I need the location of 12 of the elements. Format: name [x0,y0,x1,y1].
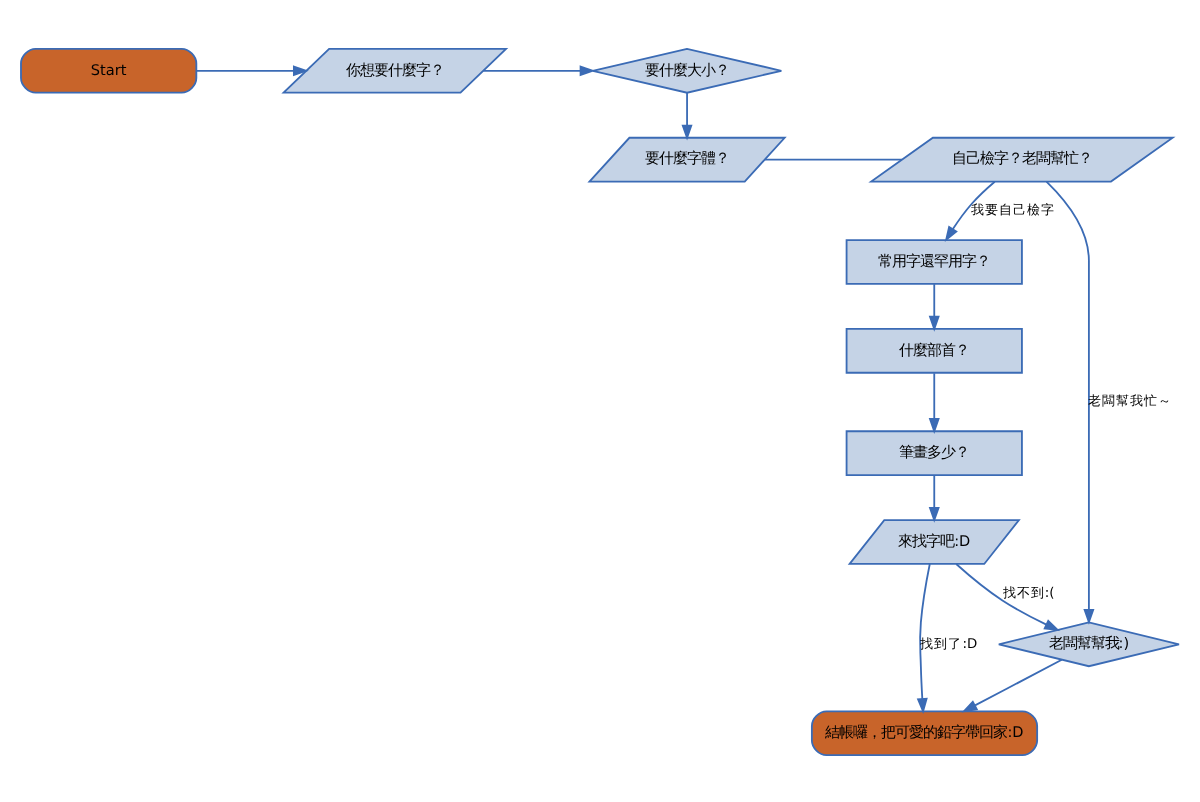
arrow [944,179,996,241]
arrow [928,473,940,522]
arrow [681,91,693,140]
arrow [955,562,1061,630]
arrow [482,64,596,76]
arrow [928,371,940,433]
arrow [916,562,931,714]
connector [764,157,903,160]
arrow [928,282,940,331]
arrow [195,64,309,76]
arrow [1045,179,1095,624]
arrow [961,657,1063,712]
